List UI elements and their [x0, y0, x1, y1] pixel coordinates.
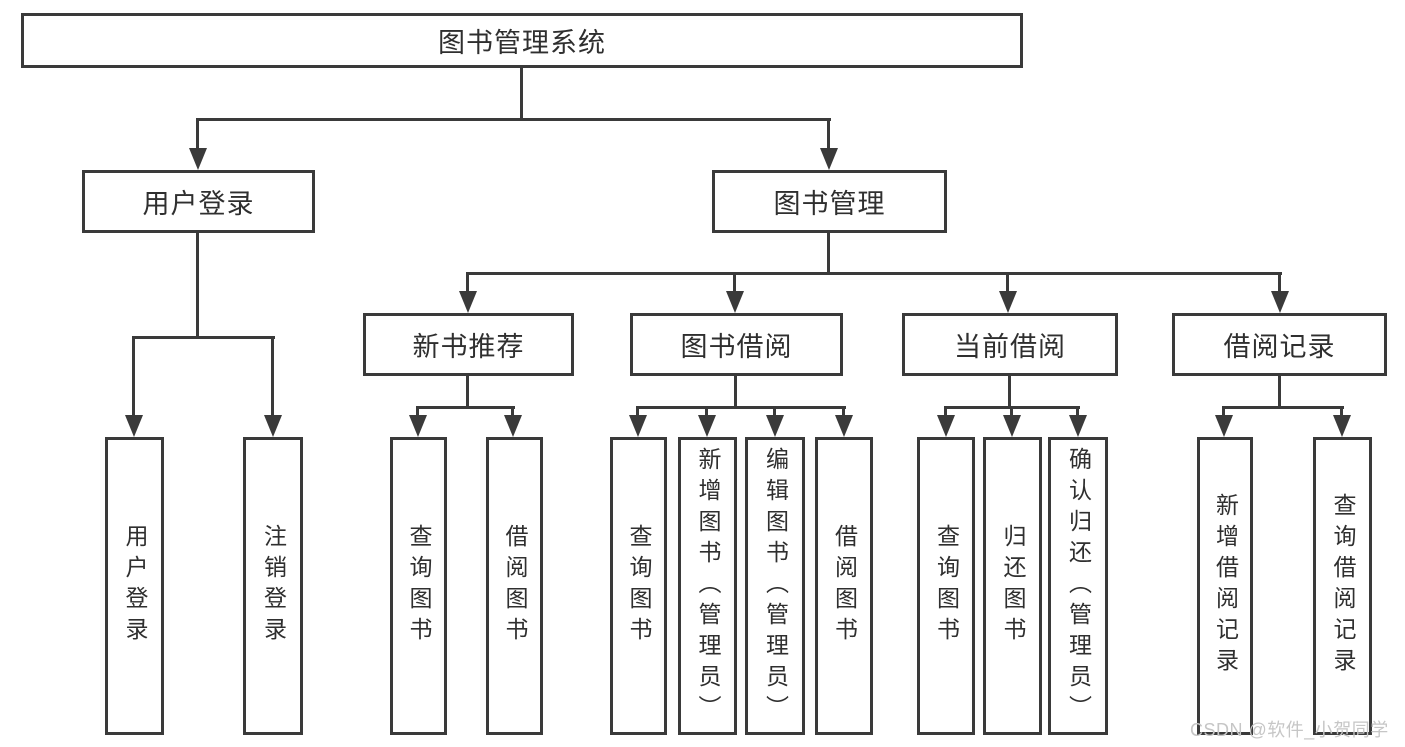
leaf-label: 新增借阅记录 — [1212, 493, 1239, 679]
node-new-book-recommend: 新书推荐 — [363, 313, 574, 376]
connector-root-branch — [197, 118, 831, 121]
connector-user-login-stem — [196, 118, 199, 150]
node-book-borrowing: 图书借阅 — [630, 313, 843, 376]
node-user-login: 用户登录 — [82, 170, 315, 233]
connector-l3-stem — [1278, 272, 1281, 296]
leaf-return-book: 归还图书 — [983, 437, 1042, 735]
connector-group-down — [466, 376, 469, 409]
leaf-query-books-2: 查询图书 — [610, 437, 667, 735]
arrow-down-icon — [726, 291, 744, 313]
leaf-label: 查询借阅记录 — [1330, 493, 1356, 679]
connector-leaf-stem — [1340, 406, 1343, 420]
arrow-down-icon — [937, 415, 955, 437]
node-library-system: 图书管理系统 — [21, 13, 1023, 68]
node-label: 当前借阅 — [954, 332, 1066, 362]
connector-leaf-stem — [842, 406, 845, 420]
arrow-down-icon — [835, 415, 853, 437]
leaf-logout: 注销登录 — [243, 437, 303, 735]
arrow-down-icon — [1215, 415, 1233, 437]
connector-leaf-stem — [773, 406, 776, 420]
leaf-label: 借阅图书 — [502, 524, 528, 648]
leaf-label: 查询图书 — [626, 524, 652, 648]
arrow-down-icon — [264, 415, 282, 437]
leaf-add-book-admin: 新增图书（管理员） — [678, 437, 737, 735]
arrow-down-icon — [629, 415, 647, 437]
connector-leaf-stem — [705, 406, 708, 420]
leaf-query-books-3: 查询图书 — [917, 437, 975, 735]
arrow-down-icon — [1271, 291, 1289, 313]
node-label: 图书管理 — [773, 189, 886, 219]
connector-leaf-stem — [1010, 406, 1013, 420]
connector-group-down — [1008, 376, 1011, 409]
connector-leaf-stem — [944, 406, 947, 420]
leaf-user-login: 用户登录 — [105, 437, 164, 735]
node-label: 新书推荐 — [412, 332, 525, 362]
connector-l3-stem — [466, 272, 469, 296]
connector-book-mgmt-stem — [827, 118, 830, 150]
leaf-label: 查询图书 — [406, 524, 432, 648]
arrow-down-icon — [820, 148, 838, 170]
node-label: 图书借阅 — [680, 332, 793, 362]
leaf-label: 用户登录 — [122, 524, 148, 648]
connector-l3-stem — [733, 272, 736, 296]
leaf-query-books: 查询图书 — [390, 437, 447, 735]
arrow-down-icon — [125, 415, 143, 437]
arrow-down-icon — [459, 291, 477, 313]
node-book-management: 图书管理 — [712, 170, 947, 233]
arrow-down-icon — [189, 148, 207, 170]
connector-leaf-stem — [511, 406, 514, 420]
connector-book-mgmt-down — [827, 233, 830, 275]
node-current-borrowing: 当前借阅 — [902, 313, 1118, 376]
arrow-down-icon — [409, 415, 427, 437]
arrow-down-icon — [1333, 415, 1351, 437]
arrow-down-icon — [1069, 415, 1087, 437]
connector-group-down — [1278, 376, 1281, 409]
leaf-label: 借阅图书 — [831, 524, 858, 648]
leaf-label: 注销登录 — [260, 524, 287, 648]
connector-group-branch — [417, 406, 515, 409]
arrow-down-icon — [504, 415, 522, 437]
leaf-add-borrow-record: 新增借阅记录 — [1197, 437, 1253, 735]
connector-leaf-stem — [1222, 406, 1225, 420]
connector-leaf-stem — [416, 406, 419, 420]
arrow-down-icon — [1003, 415, 1021, 437]
leaf-borrow-books: 借阅图书 — [486, 437, 543, 735]
leaf-borrow-books-2: 借阅图书 — [815, 437, 873, 735]
leaf-label: 归还图书 — [1000, 524, 1026, 648]
connector-leaf-stem — [132, 336, 135, 420]
leaf-edit-book-admin: 编辑图书（管理员） — [745, 437, 805, 735]
leaf-query-borrow-record: 查询借阅记录 — [1313, 437, 1372, 735]
connector-leaf-stem — [636, 406, 639, 420]
connector-group-branch — [1223, 406, 1344, 409]
csdn-watermark: CSDN @软件_小贺同学 — [1190, 720, 1389, 740]
arrow-down-icon — [698, 415, 716, 437]
node-borrowing-records: 借阅记录 — [1172, 313, 1387, 376]
leaf-label: 新增图书（管理员） — [695, 446, 721, 726]
leaf-label: 编辑图书（管理员） — [762, 446, 789, 726]
arrow-down-icon — [766, 415, 784, 437]
node-label: 用户登录 — [142, 189, 255, 219]
connector-user-login-down — [196, 233, 199, 339]
leaf-label: 确认归还（管理员） — [1065, 446, 1092, 726]
node-label: 借阅记录 — [1223, 332, 1336, 362]
connector-book-mgmt-branch — [467, 272, 1282, 275]
connector-leaf-stem — [1076, 406, 1079, 420]
connector-leaf-stem — [271, 336, 274, 420]
connector-root-stem — [520, 68, 523, 120]
connector-user-login-branch — [133, 336, 275, 339]
connector-group-branch — [637, 406, 846, 409]
leaf-confirm-return-admin: 确认归还（管理员） — [1048, 437, 1108, 735]
connector-l3-stem — [1006, 272, 1009, 296]
connector-group-down — [734, 376, 737, 409]
arrow-down-icon — [999, 291, 1017, 313]
node-label: 图书管理系统 — [438, 28, 606, 58]
leaf-label: 查询图书 — [933, 524, 960, 648]
